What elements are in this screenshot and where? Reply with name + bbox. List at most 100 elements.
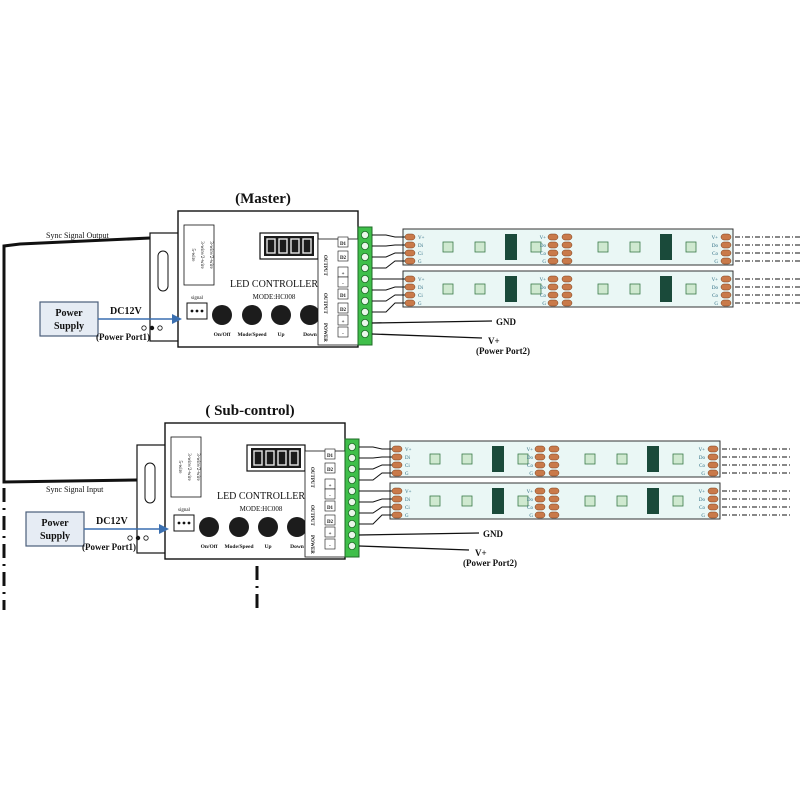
pad-label: G [418,260,422,265]
ic-chip-icon [660,234,672,260]
button-on-off[interactable] [212,305,232,325]
pin-cell [337,236,349,248]
terminal-screw-icon [360,241,369,250]
port-pin-icon [195,309,199,313]
pad-label: V+ [712,278,719,283]
port-pin-icon [187,521,191,525]
pin-cell [337,250,349,262]
button-label: Mode/Speed [237,332,266,338]
controller-model: MODE:HC008 [240,505,283,513]
solder-pad-icon [720,291,732,299]
button-mode-speed[interactable] [229,517,249,537]
pad-label: Di [418,244,424,249]
power-port1-label: (Power Port1) [96,332,150,342]
mode-table-text: 5-wire [190,248,195,262]
button-up[interactable] [258,517,278,537]
bracket-slot [157,250,169,292]
port-pin-icon [177,521,181,525]
signal-wire [372,260,405,269]
pin-label: - [329,494,331,499]
solder-pad-icon [720,249,732,257]
button-up[interactable] [271,305,291,325]
gnd-label: GND [483,529,504,539]
mode-table-text: 3-wire/2-wire [208,241,213,269]
pad-label: G [405,514,409,519]
ic-chip-icon [492,446,504,472]
solder-pad-icon [548,445,560,453]
led-chip-icon [672,453,684,465]
led-chip-icon [517,453,529,465]
pad-label: G [714,302,718,307]
terminal-screw-icon [347,475,356,484]
vplus-wire [358,545,470,551]
pad-label: G [418,302,422,307]
solder-pad-icon [391,495,403,503]
signal-wire [372,302,405,313]
ic-chip-icon [505,276,517,302]
terminal-screw-icon [347,453,356,462]
solder-pad-icon [404,257,416,265]
controller-name: LED CONTROLLER [217,491,305,502]
pad-label: G [542,260,546,265]
solder-pad-icon [720,233,732,241]
button-label: On/Off [201,544,218,550]
gnd-wire [371,320,493,324]
pin-label: - [342,282,344,287]
pad-label: Co [527,506,533,511]
mode-table [183,224,215,286]
terminal-screw-icon [360,307,369,316]
pad-label: G [529,514,533,519]
button-mode-speed[interactable] [242,305,262,325]
solder-pad-icon [547,249,559,257]
terminal-screw-icon [360,329,369,338]
led-chip-icon [616,453,628,465]
mode-table [170,436,202,498]
power-supply-label-line: Power [41,518,69,529]
button-down[interactable] [300,305,320,325]
solder-pad-icon [561,283,573,291]
terminal-screw-icon [347,497,356,506]
power-supply-box [25,511,85,547]
solder-pad-icon [561,233,573,241]
mode-table-text: 3-wire/2-wire [186,453,191,481]
signal-wire [359,446,392,450]
solder-pad-icon [404,233,416,241]
controller-name: LED CONTROLLER [230,279,318,290]
dc12v-label: DC12V [110,306,142,317]
solder-pad-icon [404,249,416,257]
solder-pad-icon [534,469,546,477]
pin-cell [324,538,336,550]
solder-pad-icon [547,241,559,249]
arrow-head-icon [159,524,169,534]
terminal-screw-icon [360,230,369,239]
pin-label: + [329,484,332,489]
button-on-off[interactable] [199,517,219,537]
port-pin-icon [182,521,186,525]
signal-label: signal [191,296,204,301]
solder-pad-icon [720,299,732,307]
solder-pad-icon [707,503,719,511]
signal-wire [359,498,392,503]
pad-label: V+ [540,236,547,241]
solder-pad-icon [720,257,732,265]
terminal-screw-icon [347,520,356,529]
pad-label: Do [540,244,547,249]
solder-pad-icon [707,511,719,519]
solder-pad-icon [561,291,573,299]
terminal-screw-icon [347,442,356,451]
solder-pad-icon [547,275,559,283]
terminal-screw-icon [347,542,356,551]
button-down[interactable] [287,517,307,537]
pin-cell [337,276,349,288]
led-chip-icon [429,495,441,507]
terminal-screw-icon [347,531,356,540]
solder-pad-icon [547,283,559,291]
pin-label: D1 [340,294,347,299]
pad-label: V+ [699,448,706,453]
solder-pad-icon [404,275,416,283]
plug-icon [143,535,149,541]
pin-label: + [342,320,345,325]
